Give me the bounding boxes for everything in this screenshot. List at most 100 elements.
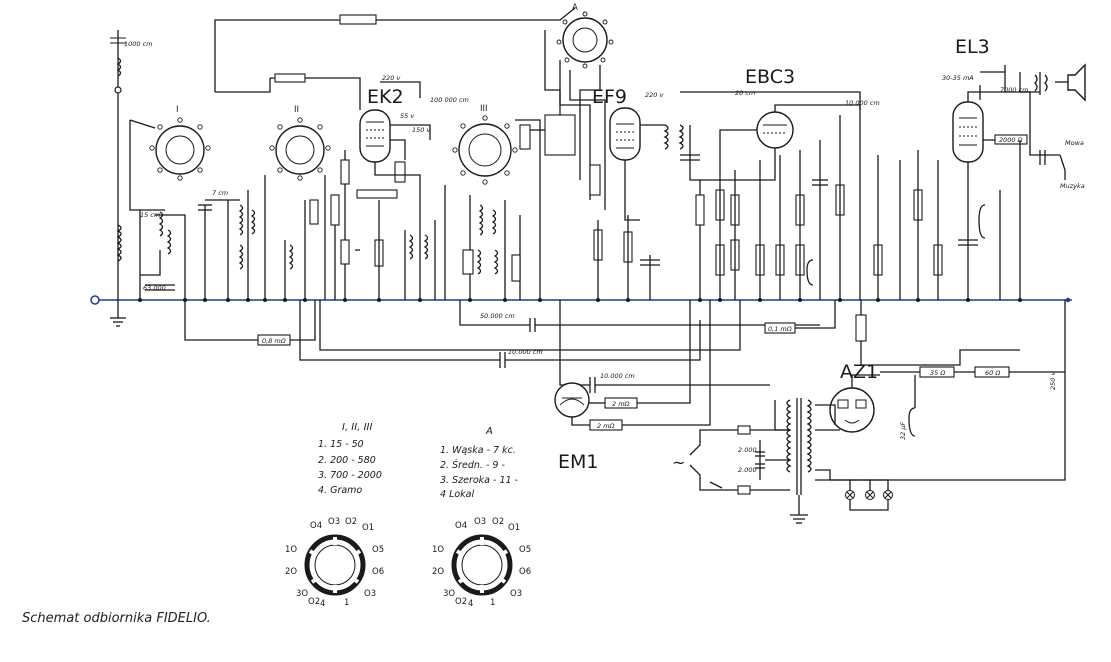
value-15cm: 15 cm bbox=[140, 211, 160, 219]
wafer-left-pin-7: 2O bbox=[285, 567, 297, 577]
switch-III-label: III bbox=[480, 104, 488, 114]
legend-tone: A 1. Wąska - 7 kc. 2. Średn. - 9 - 3. Sz… bbox=[440, 426, 519, 500]
wafer-left-pin-2: O3 bbox=[328, 517, 340, 527]
tube-AZ1: AZ1 bbox=[765, 361, 893, 524]
wafer-right-pin-10: O3 bbox=[510, 589, 522, 599]
legend-bands-item-1: 1. 15 - 50 bbox=[318, 439, 364, 450]
wafer-right-pin-12: 1 bbox=[490, 598, 495, 608]
wafer-left-pin-10: O3 bbox=[364, 589, 376, 599]
wafer-right-pin-5: 1O bbox=[432, 545, 444, 555]
value-100000cm: 100 000 cm bbox=[430, 96, 469, 104]
legend-bands-item-4: 4. Gramo bbox=[318, 485, 362, 496]
top-wiring bbox=[214, 7, 1040, 115]
value-55v: 55 v bbox=[400, 112, 414, 120]
legend-bands-item-3: 3. 700 - 2000 bbox=[318, 470, 382, 481]
svg-text:~: ~ bbox=[672, 453, 685, 472]
value-10000cm: 10 000 cm bbox=[845, 99, 880, 107]
value-2000-b: 2.000 bbox=[738, 466, 757, 474]
wafer-left-pin-11: 4 bbox=[320, 599, 325, 609]
rf-coils-left: 15 cm 7 cm 63.000 bbox=[139, 175, 326, 300]
antenna-input: 1000 cm bbox=[110, 30, 153, 327]
value-7000cm: 7000 cm bbox=[1000, 86, 1029, 94]
legend-bands-header: I, II, III bbox=[342, 422, 372, 433]
legend-tone-item-2: 2. Średn. - 9 - bbox=[440, 459, 505, 471]
tube-label-EF9: EF9 bbox=[592, 86, 627, 108]
value-150v: 150 v bbox=[412, 126, 430, 134]
wafer-right-pin-7: 2O bbox=[432, 567, 444, 577]
legend-bands: I, II, III 1. 15 - 50 2. 200 - 580 3. 70… bbox=[318, 422, 382, 496]
switch-I-label: I bbox=[176, 105, 179, 115]
wafer-left-pin-5: 1O bbox=[285, 545, 297, 555]
wafer-right-pin-6: O5 bbox=[519, 545, 531, 555]
wafer-left-pin-3: O2 bbox=[345, 517, 357, 527]
legend-bands-item-2: 2. 200 - 580 bbox=[318, 455, 376, 466]
tube-label-EK2: EK2 bbox=[367, 86, 404, 108]
value-50000cm: 50.000 cm bbox=[480, 312, 515, 320]
tube-label-EL3: EL3 bbox=[955, 36, 990, 58]
mains-input: ~ 2.000 2.000 bbox=[672, 425, 790, 495]
value-60r: 60 Ω bbox=[985, 369, 1000, 377]
value-35r: 35 Ω bbox=[930, 369, 945, 377]
switch-wafer-left: O4 O3 O2 O1 1O O5 2O O6 3O O3 4 1 O2 bbox=[285, 517, 384, 609]
wafer-left-pin-12: 1 bbox=[344, 598, 349, 608]
wafer-left-pin-1: O4 bbox=[310, 521, 322, 531]
wafer-right-pin-9: 3O bbox=[443, 589, 455, 599]
band-switch-I: I bbox=[129, 105, 211, 211]
wafer-right-pin-2: O3 bbox=[474, 517, 486, 527]
legend-tone-header: A bbox=[485, 426, 493, 437]
tube-EBC3: EBC3 20 cm 10 000 cm bbox=[680, 66, 880, 300]
value-20cm: 20 cm bbox=[735, 89, 755, 97]
tube-label-EBC3: EBC3 bbox=[745, 66, 795, 88]
ground-bus bbox=[90, 295, 1072, 305]
legend-tone-item-4: 4 Lokal bbox=[440, 489, 474, 500]
tube-label-AZ1: AZ1 bbox=[840, 361, 878, 383]
value-220v-b: 220 v bbox=[645, 91, 663, 99]
wafer-left-pin-4: O1 bbox=[362, 523, 374, 533]
value-7cm: 7 cm bbox=[212, 189, 228, 197]
wafer-right-pin-8: O6 bbox=[519, 567, 531, 577]
legend-tone-item-1: 1. Wąska - 7 kc. bbox=[440, 445, 516, 456]
switch-wafer-right: O4 O3 O2 O1 1O O5 2O O6 3O O3 4 1 O2 bbox=[432, 517, 531, 609]
value-mowa: Mowa bbox=[1065, 139, 1084, 147]
value-3035ma: 30-35 mA bbox=[942, 74, 974, 82]
value-2000r: 2000 Ω bbox=[999, 136, 1023, 144]
legend-tone-item-3: 3. Szeroka - 11 - bbox=[440, 475, 519, 486]
wafer-right-pin-4: O1 bbox=[508, 523, 520, 533]
wafer-left-pin-6: O5 bbox=[372, 545, 384, 555]
tube-EK2: EK2 220 v 55 v 150 v bbox=[330, 74, 436, 300]
wafer-left-pin-13: O2 bbox=[308, 597, 320, 607]
band-switch-II: II bbox=[269, 105, 331, 181]
value-08mr: 0,8 mΩ bbox=[262, 337, 286, 345]
junction-dots bbox=[138, 298, 1022, 302]
value-2mr-b: 2 mΩ bbox=[597, 422, 615, 430]
band-switch-III: III 100 000 cm bbox=[430, 96, 541, 300]
switch-A-label: A bbox=[572, 3, 578, 13]
value-10000cm-b: 10.000 cm bbox=[508, 348, 543, 356]
value-220v-a: 220 v bbox=[382, 74, 400, 82]
diagram-caption: Schemat odbiornika FIDELIO. bbox=[22, 611, 211, 626]
switch-II-label: II bbox=[294, 105, 299, 115]
value-63000: 63.000 bbox=[143, 284, 166, 292]
value-250v: 250 v bbox=[1049, 372, 1057, 390]
speaker-output: Mowa Muzyka bbox=[1019, 63, 1086, 300]
value-2000-a: 2.000 bbox=[738, 446, 757, 454]
tone-switch-A: A bbox=[530, 3, 614, 210]
value-10000cm-c: 10.000 cm bbox=[600, 372, 635, 380]
tube-EL3: EL3 30-35 mA 7000 cm 2000 Ω bbox=[873, 36, 1031, 300]
tube-EM1: EM1 2 mΩ 2 mΩ bbox=[554, 300, 711, 473]
value-01mr: 0,1 mΩ bbox=[768, 325, 792, 333]
wafer-right-pin-11: 4 bbox=[468, 599, 473, 609]
tube-label-EM1: EM1 bbox=[558, 451, 599, 473]
wafer-right-pin-1: O4 bbox=[455, 521, 467, 531]
value-32uf: 32 μF bbox=[899, 422, 907, 440]
wafer-left-pin-9: 3O bbox=[296, 589, 308, 599]
value-1000cm: 1000 cm bbox=[124, 40, 153, 48]
wafer-right-pin-13: O2 bbox=[455, 597, 467, 607]
wafer-left-pin-8: O6 bbox=[372, 567, 384, 577]
value-2mr-a: 2 mΩ bbox=[612, 400, 630, 408]
lower-wiring: 0,8 mΩ 10.000 cm 50.000 cm 0,1 mΩ 10.000… bbox=[184, 300, 1066, 481]
value-muzyka: Muzyka bbox=[1060, 182, 1085, 190]
wafer-right-pin-3: O2 bbox=[492, 517, 504, 527]
tube-EF9: EF9 220 v bbox=[592, 86, 700, 300]
